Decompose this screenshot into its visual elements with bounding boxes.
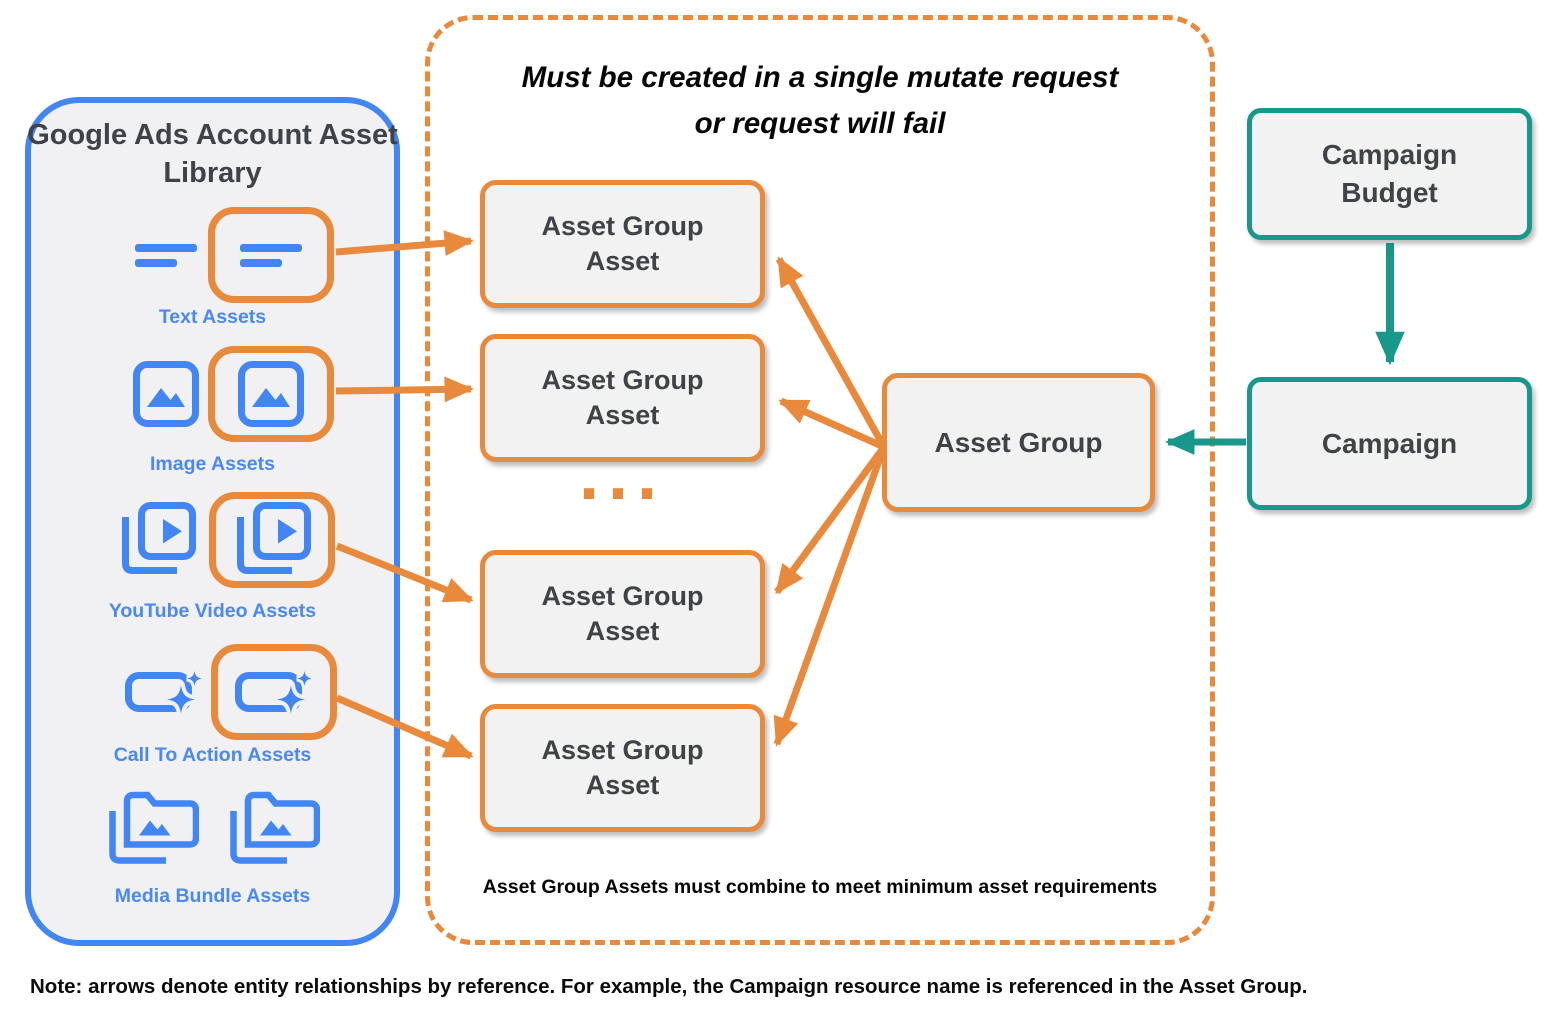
video-library-icon	[118, 502, 196, 578]
media-bundle-assets-label: Media Bundle Assets	[114, 885, 311, 907]
cta-sparkle-icon	[235, 666, 313, 718]
asset-group-asset-box-3: Asset Group Asset	[480, 550, 765, 678]
mutate-panel-footnote: Asset Group Assets must combine to meet …	[482, 876, 1158, 898]
media-bundle-icon	[226, 790, 320, 868]
image-assets-label: Image Assets	[149, 453, 275, 475]
image-assets-highlight-box	[208, 345, 334, 442]
asset-group-asset-box-1: Asset Group Asset	[480, 180, 765, 308]
text-lines-icon	[135, 243, 197, 267]
mutate-panel-title: Must be created in a single mutate reque…	[425, 55, 1215, 146]
text-lines-icon	[240, 243, 302, 267]
text-assets-row	[135, 207, 334, 303]
cta-sparkle-icon	[125, 666, 203, 718]
media-bundle-icon	[105, 790, 199, 868]
media-bundle-assets-row	[105, 790, 320, 868]
mutate-title-line2: or request will fail	[694, 106, 946, 140]
campaign-box: Campaign	[1247, 377, 1532, 510]
cta-assets-row	[125, 643, 337, 740]
image-icon	[133, 360, 199, 427]
image-icon	[238, 360, 304, 427]
text-assets-label: Text Assets	[158, 306, 267, 328]
cta-assets-highlight-box	[211, 643, 337, 740]
mutate-title-line1: Must be created in a single mutate reque…	[521, 61, 1119, 94]
ellipsis-dots: ...	[578, 435, 666, 515]
text-assets-highlight-box	[208, 207, 334, 303]
asset-group-asset-box-2: Asset Group Asset	[480, 334, 765, 462]
youtube-assets-row	[118, 492, 335, 588]
video-library-icon	[233, 502, 311, 578]
campaign-budget-box: Campaign Budget	[1247, 108, 1532, 240]
asset-group-asset-box-4: Asset Group Asset	[480, 704, 765, 832]
youtube-assets-highlight-box	[209, 492, 335, 588]
asset-library-title: Google Ads Account Asset Library	[27, 119, 398, 190]
image-assets-row	[133, 345, 334, 442]
cta-assets-label: Call To Action Assets	[113, 744, 312, 766]
asset-group-box: Asset Group	[882, 373, 1155, 512]
note-text: Note: arrows denote entity relationships…	[30, 975, 1308, 998]
youtube-assets-label: YouTube Video Assets	[108, 600, 317, 622]
mutate-request-panel	[425, 15, 1215, 945]
